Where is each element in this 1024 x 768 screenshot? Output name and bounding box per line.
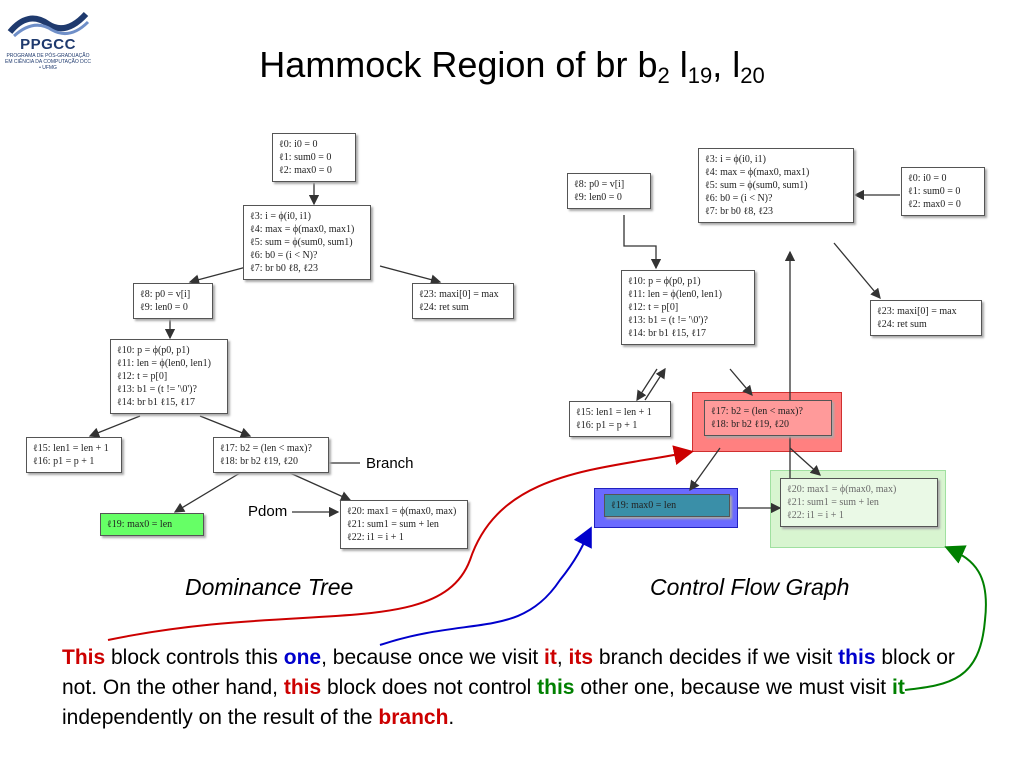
cfg-edge-p0-inner [623, 215, 662, 270]
cfg-edge-branch-max [689, 447, 721, 492]
dt-edge-b6-b8 [289, 472, 352, 502]
cfg-block-p0: ℓ8: p0 = v[i]ℓ9: len0 = 0 [567, 173, 651, 209]
dt-block-b1: ℓ3: i = ϕ(i0, i1)ℓ4: max = ϕ(max0, max1)… [243, 205, 371, 280]
dt-edge-b4-b5 [88, 415, 141, 438]
logo-name: PPGCC [20, 36, 76, 53]
cfg-edge-branch-join [789, 447, 821, 476]
dt-block-b7: ℓ19: max0 = len [100, 513, 204, 536]
cfg-caption: Control Flow Graph [650, 574, 850, 600]
ppgcc-logo: PPGCC PROGRAMA DE PÓS-GRADUAÇÃO EM CIÊNC… [4, 6, 92, 71]
green-annotation-arrow [904, 545, 987, 691]
cfg-block-max: ℓ19: max0 = len [604, 494, 730, 517]
explanation-paragraph: This block controls this one, because on… [62, 646, 955, 729]
logo-wave-icon [7, 11, 90, 38]
cfg-edge-len-inner [644, 367, 666, 401]
logo-subtitle: PROGRAMA DE PÓS-GRADUAÇÃO EM CIÊNCIA DA … [4, 53, 92, 71]
cfg-block-head: ℓ3: i = ϕ(i0, i1)ℓ4: max = ϕ(max0, max1)… [698, 148, 854, 223]
dt-edge-b1-b2 [188, 265, 251, 285]
dt-edge-b1-b3 [379, 265, 442, 285]
dt-block-b2: ℓ8: p0 = v[i]ℓ9: len0 = 0 [133, 283, 213, 319]
dt-edge-b6-b7 [173, 472, 241, 513]
blue-annotation-arrow [379, 526, 592, 646]
dt-block-b6: ℓ17: b2 = (len < max)?ℓ18: br b2 ℓ19, ℓ2… [213, 437, 329, 473]
cfg-block-join: ℓ20: max1 = ϕ(max0, max)ℓ21: sum1 = sum … [780, 478, 938, 527]
dt-edge-b4-b6 [199, 415, 252, 438]
dt-block-b4: ℓ10: p = ϕ(p0, p1)ℓ11: len = ϕ(len0, len… [110, 339, 228, 414]
cfg-edge-inner-len [636, 368, 658, 402]
cfg-block-branch: ℓ17: b2 = (len < max)?ℓ18: br b2 ℓ19, ℓ2… [704, 400, 832, 436]
dominance-tree-caption: Dominance Tree [185, 574, 354, 600]
cfg-block-inner: ℓ10: p = ϕ(p0, p1)ℓ11: len = ϕ(len0, len… [621, 270, 755, 345]
branch-label: Branch [366, 455, 414, 472]
red-annotation-arrow [107, 445, 694, 641]
dt-block-b8: ℓ20: max1 = ϕ(max0, max)ℓ21: sum1 = sum … [340, 500, 468, 549]
cfg-edge-inner-branch [729, 368, 753, 396]
cfg-edge-head-exit [833, 242, 881, 299]
page-title: Hammock Region of br b2 l19, l20 [259, 44, 765, 88]
pdom-label: Pdom [248, 503, 288, 520]
